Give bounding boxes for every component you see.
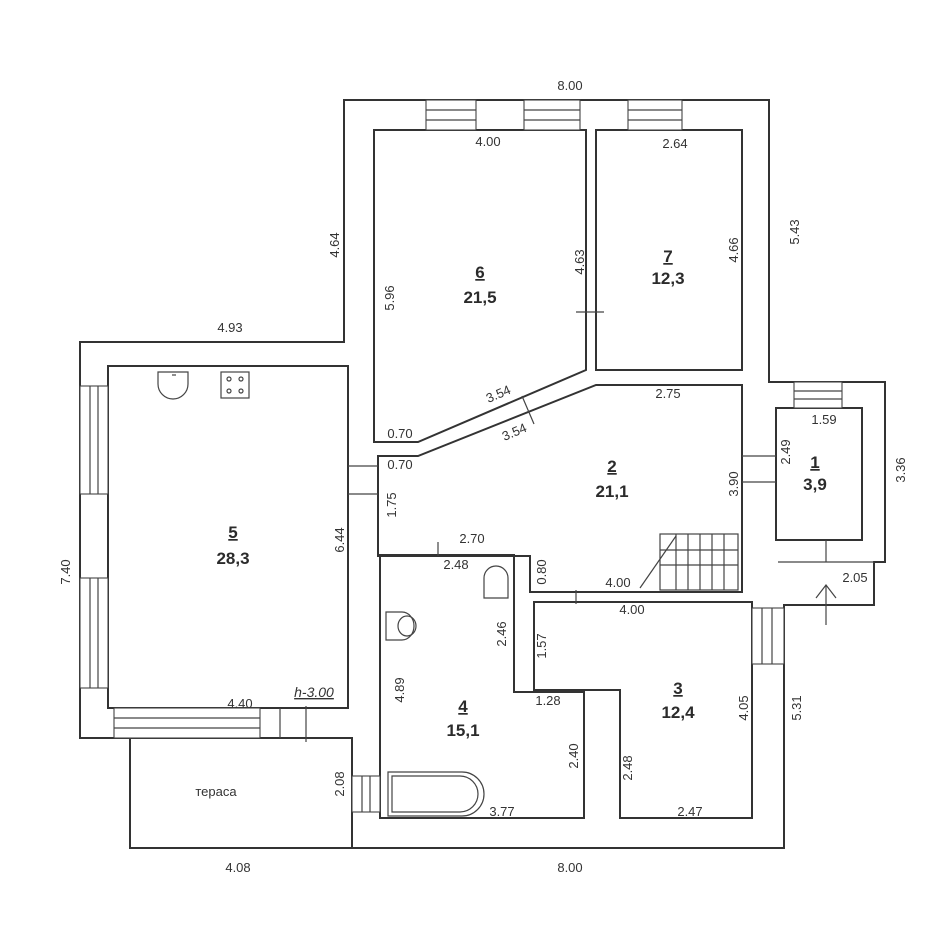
dim-r7-top: 2.64 — [662, 136, 687, 151]
dim-r3-top: 4.00 — [619, 602, 644, 617]
dim-r2-top: 2.75 — [655, 386, 680, 401]
dim-r6-right: 4.63 — [572, 249, 587, 274]
dim-r3-left: 2.48 — [620, 755, 635, 780]
dim-right-middle: 3.36 — [893, 457, 908, 482]
dim-r4-top: 2.48 — [443, 557, 468, 572]
room-4-outline — [379, 554, 585, 819]
dim-r4-left: 4.89 — [392, 677, 407, 702]
room-1-number: 1 — [810, 453, 819, 472]
room-3-outline — [533, 601, 753, 819]
dim-r6-top: 4.00 — [475, 134, 500, 149]
dim-r5-bottom: 4.40 — [227, 696, 252, 711]
dim-bottom-total: 8.00 — [557, 860, 582, 875]
dim-r6-bottom-left: 0.70 — [387, 426, 412, 441]
room-7-outline — [595, 129, 743, 371]
dim-r2-notch: 0.80 — [534, 559, 549, 584]
dim-r2-left: 1.75 — [384, 492, 399, 517]
room-5-area: 28,3 — [216, 549, 249, 568]
dim-right-lower: 5.31 — [789, 695, 804, 720]
dim-r2-right: 3.90 — [726, 471, 741, 496]
dim-terrace-side: 2.08 — [332, 771, 347, 796]
room-1-outline — [775, 407, 863, 541]
porch — [778, 540, 874, 625]
staircase — [639, 533, 739, 591]
dim-room5-top-exterior: 4.93 — [217, 320, 242, 335]
room-2-outline — [377, 384, 743, 593]
dim-r1-left: 2.49 — [778, 439, 793, 464]
toilet-fixture — [385, 611, 417, 641]
dim-r4-right: 2.40 — [566, 743, 581, 768]
dim-r3-left-upper: 1.57 — [534, 633, 549, 658]
stove-fixture — [220, 371, 250, 399]
dim-r5-right: 6.44 — [332, 527, 347, 552]
dim-porch: 2.05 — [842, 570, 867, 585]
dim-r4-bottom: 3.77 — [489, 804, 514, 819]
dim-r3-right: 4.05 — [736, 695, 751, 720]
dim-r2-bottom-left: 2.70 — [459, 531, 484, 546]
dim-r1-top: 1.59 — [811, 412, 836, 427]
room-1-area: 3,9 — [803, 475, 827, 494]
dim-right-upper: 5.43 — [787, 219, 802, 244]
dim-r2-left-small: 0.70 — [387, 457, 412, 472]
terrace-outline — [129, 737, 353, 849]
dim-left-upper-wall: 4.64 — [327, 232, 342, 257]
height-mark: h-3.00 — [294, 684, 334, 700]
dim-r7-right: 4.66 — [726, 237, 741, 262]
room-4-area: 15,1 — [446, 721, 479, 740]
dim-r2-diag: 3.54 — [500, 420, 529, 444]
bathtub-fixture — [387, 771, 485, 817]
dim-top-total: 8.00 — [557, 78, 582, 93]
dim-r4-mid: 2.46 — [494, 621, 509, 646]
dim-r3-bottom: 2.47 — [677, 804, 702, 819]
sink-fixture — [157, 371, 189, 400]
room-7-number: 7 — [663, 247, 672, 266]
room-6-area: 21,5 — [463, 288, 496, 307]
dim-r6-left: 5.96 — [382, 285, 397, 310]
windows — [79, 99, 843, 813]
dim-r2-bottom: 4.00 — [605, 575, 630, 590]
room-4-number: 4 — [458, 697, 468, 716]
room-6-number: 6 — [475, 263, 484, 282]
basin-fixture — [483, 565, 509, 599]
room-3-area: 12,4 — [661, 703, 695, 722]
dim-terrace-bottom: 4.08 — [225, 860, 250, 875]
terrace-label: тераса — [195, 784, 237, 799]
room-3-number: 3 — [673, 679, 682, 698]
room-5-number: 5 — [228, 523, 237, 542]
doors — [279, 311, 776, 742]
room-2-number: 2 — [607, 457, 616, 476]
dim-r4-step: 1.28 — [535, 693, 560, 708]
room-2-area: 21,1 — [595, 482, 628, 501]
room-6-outline — [373, 129, 587, 443]
room-7-area: 12,3 — [651, 269, 684, 288]
dim-left-total: 7.40 — [58, 559, 73, 584]
